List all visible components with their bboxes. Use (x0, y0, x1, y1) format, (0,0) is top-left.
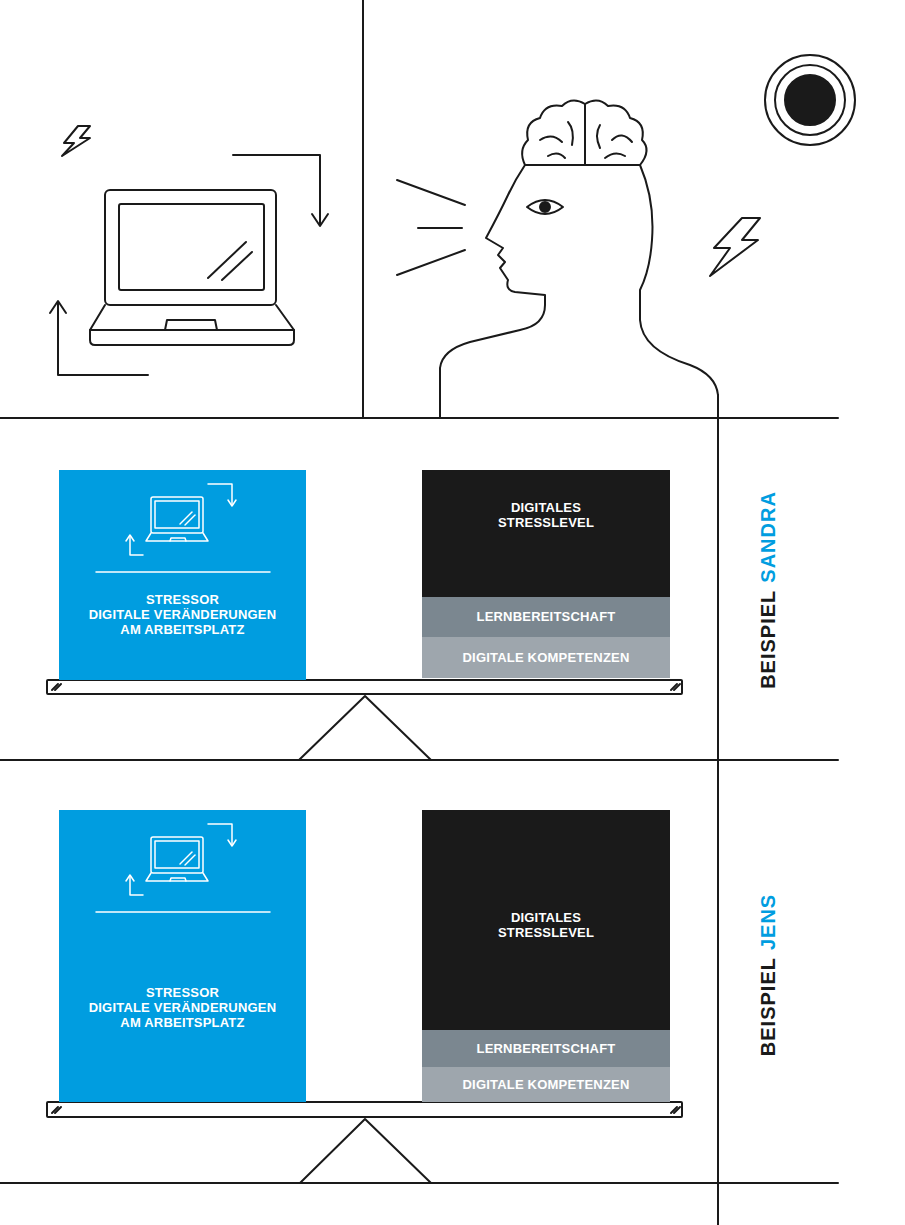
learning-box: LERNBEREITSCHAFT (422, 597, 670, 637)
stress-level-box: DIGITALES STRESSLEVEL (422, 810, 670, 1030)
box-text: DIGITALES STRESSLEVEL (486, 910, 606, 940)
box-text: LERNBEREITSCHAFT (431, 609, 661, 624)
person-name: SANDRA (757, 491, 779, 583)
box-heading: STRESSOR (83, 592, 283, 607)
competence-box: DIGITALE KOMPETENZEN (422, 637, 670, 678)
learning-box: LERNBEREITSCHAFT (422, 1030, 670, 1067)
competence-box: DIGITALE KOMPETENZEN (422, 1067, 670, 1102)
box-text: DIGITALE VERÄNDERUNGEN AM ARBEITSPLATZ (83, 607, 283, 637)
example-word: BEISPIEL (757, 957, 779, 1056)
box-text: DIGITALES STRESSLEVEL (486, 500, 606, 530)
example-word: BEISPIEL (757, 590, 779, 689)
box-text: DIGITALE VERÄNDERUNGEN AM ARBEITSPLATZ (83, 1000, 283, 1030)
box-text: DIGITALE KOMPETENZEN (431, 650, 661, 665)
stress-level-box: DIGITALES STRESSLEVEL (422, 470, 670, 597)
box-text: LERNBEREITSCHAFT (431, 1041, 661, 1056)
person-name: JENS (757, 894, 779, 950)
box-heading: STRESSOR (83, 985, 283, 1000)
stressor-box: STRESSORDIGITALE VERÄNDERUNGEN AM ARBEIT… (59, 810, 306, 1102)
stressor-box: STRESSORDIGITALE VERÄNDERUNGEN AM ARBEIT… (59, 470, 306, 680)
box-text: DIGITALE KOMPETENZEN (431, 1077, 661, 1092)
example-label: BEISPIEL JENS (757, 894, 780, 1056)
example-label: BEISPIEL SANDRA (757, 491, 780, 689)
